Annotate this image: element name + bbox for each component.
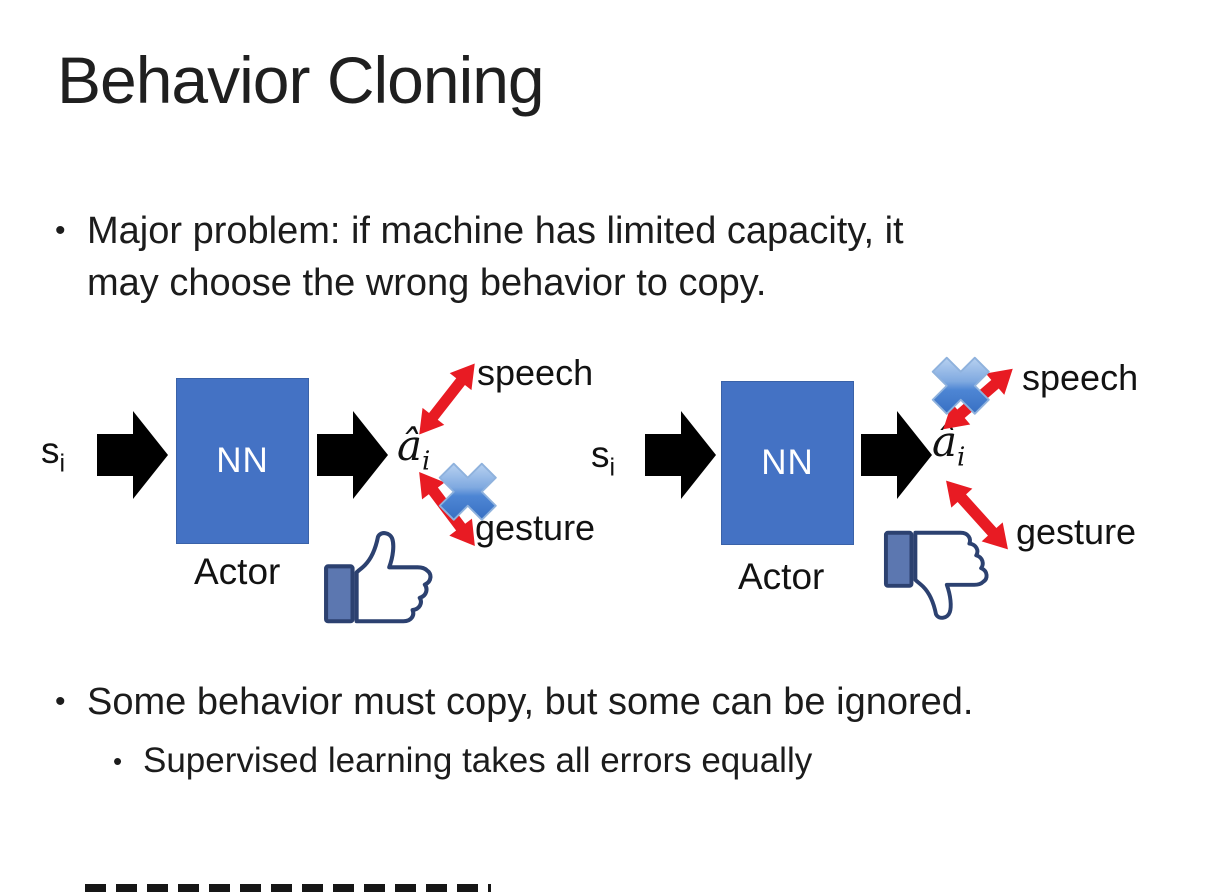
page-title: Behavior Cloning bbox=[57, 43, 545, 117]
left-input-arrow-icon bbox=[97, 407, 169, 508]
right-speech-label: speech bbox=[1022, 357, 1139, 398]
left-nn-label: NN bbox=[216, 441, 269, 480]
bullet-text: Some behavior must copy, but some can be… bbox=[87, 681, 974, 723]
left-speech-double-arrow-icon bbox=[405, 352, 488, 445]
right-input-arrow-icon bbox=[645, 407, 717, 508]
bullet-glyph: • bbox=[113, 746, 123, 776]
right-cross-x-icon bbox=[913, 342, 1004, 433]
right-gesture-label: gesture bbox=[1016, 511, 1137, 552]
left-cross-x-icon bbox=[420, 448, 511, 539]
right-nn-box: NN bbox=[721, 381, 854, 545]
bullet-line-2: may choose the wrong behavior to copy. bbox=[87, 262, 767, 304]
left-input-state-label: si bbox=[41, 430, 66, 478]
left-output-action-label: âi bbox=[397, 421, 431, 477]
bullet-text: Major problem: if machine has limited ca… bbox=[87, 205, 904, 309]
thumbs-up-icon bbox=[322, 528, 434, 633]
bullet-glyph: • bbox=[55, 214, 66, 247]
right-output-arrow-icon bbox=[861, 407, 933, 508]
left-gesture-label: gesture bbox=[475, 507, 596, 548]
left-output-arrow-icon bbox=[317, 407, 389, 508]
right-actor-caption: Actor bbox=[738, 556, 825, 597]
bullet-line-1: Major problem: if machine has limited ca… bbox=[87, 210, 904, 252]
right-gesture-double-arrow-icon bbox=[928, 463, 1027, 567]
sub-bullet-text: Supervised learning takes all errors equ… bbox=[143, 741, 813, 780]
left-actor-caption: Actor bbox=[194, 551, 281, 592]
bullet-major-problem: • Major problem: if machine has limited … bbox=[55, 205, 904, 309]
sub-bullet-supervised: • Supervised learning takes all errors e… bbox=[113, 737, 812, 785]
right-input-state-label: si bbox=[591, 434, 616, 482]
right-nn-label: NN bbox=[761, 443, 814, 482]
bullet-glyph: • bbox=[55, 685, 66, 718]
cropped-text-bar bbox=[85, 884, 491, 892]
thumbs-down-icon bbox=[882, 526, 990, 628]
left-nn-box: NN bbox=[176, 378, 309, 544]
bullet-some-behavior: • Some behavior must copy, but some can … bbox=[55, 676, 973, 728]
left-speech-label: speech bbox=[477, 352, 594, 393]
